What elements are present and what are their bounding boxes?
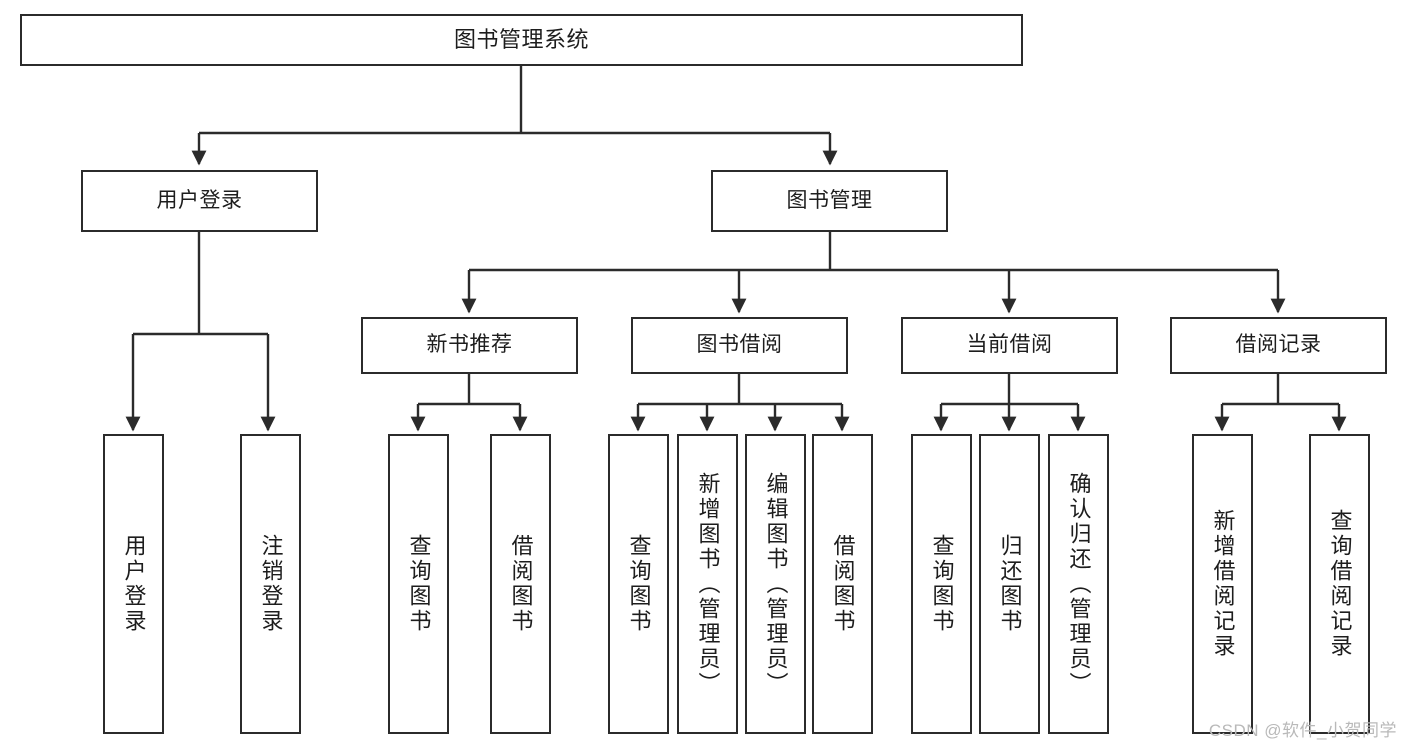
node-label: 新增借阅记录 — [1210, 509, 1236, 659]
node-leaf-query-book-borrow[interactable]: 查询图书 — [608, 434, 669, 734]
node-leaf-logout[interactable]: 注销登录 — [240, 434, 301, 734]
node-label: 查询借阅记录 — [1327, 509, 1353, 659]
node-label: 新书推荐 — [426, 333, 513, 357]
node-leaf-confirm-return-admin[interactable]: 确认归还（管理员） — [1048, 434, 1109, 734]
node-label: 图书借阅 — [696, 333, 783, 357]
node-book-borrow[interactable]: 图书借阅 — [631, 317, 848, 374]
node-borrow-record[interactable]: 借阅记录 — [1170, 317, 1387, 374]
node-leaf-return-book[interactable]: 归还图书 — [979, 434, 1040, 734]
node-leaf-add-book-admin[interactable]: 新增图书（管理员） — [677, 434, 738, 734]
node-label: 新增图书（管理员） — [695, 471, 721, 697]
node-leaf-user-login[interactable]: 用户登录 — [103, 434, 164, 734]
node-user-login[interactable]: 用户登录 — [81, 170, 318, 232]
node-label: 确认归还（管理员） — [1066, 471, 1092, 697]
node-new-book-recommend[interactable]: 新书推荐 — [361, 317, 578, 374]
node-label: 查询图书 — [929, 534, 955, 634]
node-label: 查询图书 — [626, 534, 652, 634]
node-leaf-borrow-book[interactable]: 借阅图书 — [812, 434, 873, 734]
node-label: 图书管理系统 — [453, 27, 589, 53]
node-leaf-query-book-current[interactable]: 查询图书 — [911, 434, 972, 734]
node-label: 查询图书 — [406, 534, 432, 634]
node-label: 借阅记录 — [1235, 333, 1322, 357]
node-leaf-edit-book-admin[interactable]: 编辑图书（管理员） — [745, 434, 806, 734]
node-label: 编辑图书（管理员） — [763, 471, 789, 697]
node-label: 用户登录 — [156, 188, 243, 212]
node-label: 当前借阅 — [966, 333, 1053, 357]
node-label: 图书管理 — [786, 188, 873, 212]
node-leaf-borrow-book-new[interactable]: 借阅图书 — [490, 434, 551, 734]
node-label: 用户登录 — [121, 534, 147, 634]
node-book-management[interactable]: 图书管理 — [711, 170, 948, 232]
node-label: 归还图书 — [997, 534, 1023, 634]
node-leaf-query-borrow-record[interactable]: 查询借阅记录 — [1309, 434, 1370, 734]
node-label: 注销登录 — [258, 534, 284, 634]
node-root-book-management-system[interactable]: 图书管理系统 — [20, 14, 1023, 66]
node-label: 借阅图书 — [830, 534, 856, 634]
node-leaf-query-book-new[interactable]: 查询图书 — [388, 434, 449, 734]
node-leaf-add-borrow-record[interactable]: 新增借阅记录 — [1192, 434, 1253, 734]
node-current-borrow[interactable]: 当前借阅 — [901, 317, 1118, 374]
node-label: 借阅图书 — [508, 534, 534, 634]
